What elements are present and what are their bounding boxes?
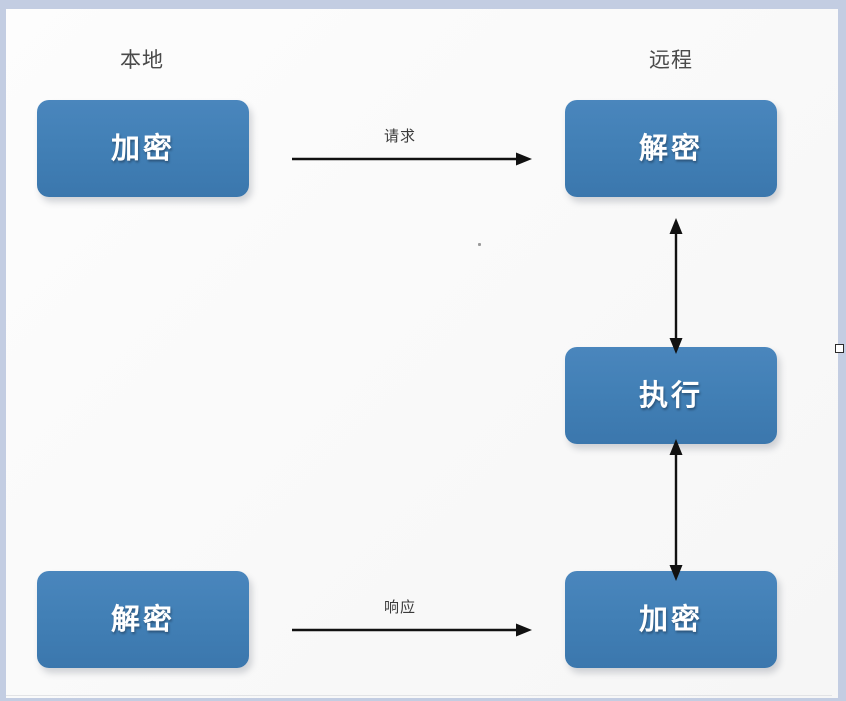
node-label: 解密 — [638, 131, 703, 165]
node-local-encrypt[interactable]: 加密 — [37, 100, 249, 197]
resize-handle[interactable] — [835, 344, 844, 353]
node-remote-execute[interactable]: 执行 — [565, 347, 777, 444]
diagram-canvas[interactable]: 本地 远程 加密 解密 执行 解密 加密 请求 — [6, 9, 838, 698]
column-header-remote: 远程 — [649, 48, 693, 72]
arrow-request — [292, 152, 532, 166]
canvas-baseline-rule — [6, 695, 832, 696]
node-label: 解密 — [110, 602, 175, 636]
canvas-speck — [478, 243, 481, 246]
arrow-response — [292, 623, 532, 637]
arrow-execute-encrypt-bidirectional — [669, 439, 683, 581]
node-label: 加密 — [638, 602, 703, 636]
node-label: 执行 — [638, 378, 703, 412]
arrow-decrypt-execute-bidirectional — [669, 218, 683, 354]
column-header-local: 本地 — [120, 48, 164, 72]
edge-label-response: 响应 — [384, 598, 417, 616]
node-remote-encrypt[interactable]: 加密 — [565, 571, 777, 668]
edge-label-request: 请求 — [384, 127, 417, 145]
node-remote-decrypt[interactable]: 解密 — [565, 100, 777, 197]
node-label: 加密 — [110, 131, 175, 165]
node-local-decrypt[interactable]: 解密 — [37, 571, 249, 668]
